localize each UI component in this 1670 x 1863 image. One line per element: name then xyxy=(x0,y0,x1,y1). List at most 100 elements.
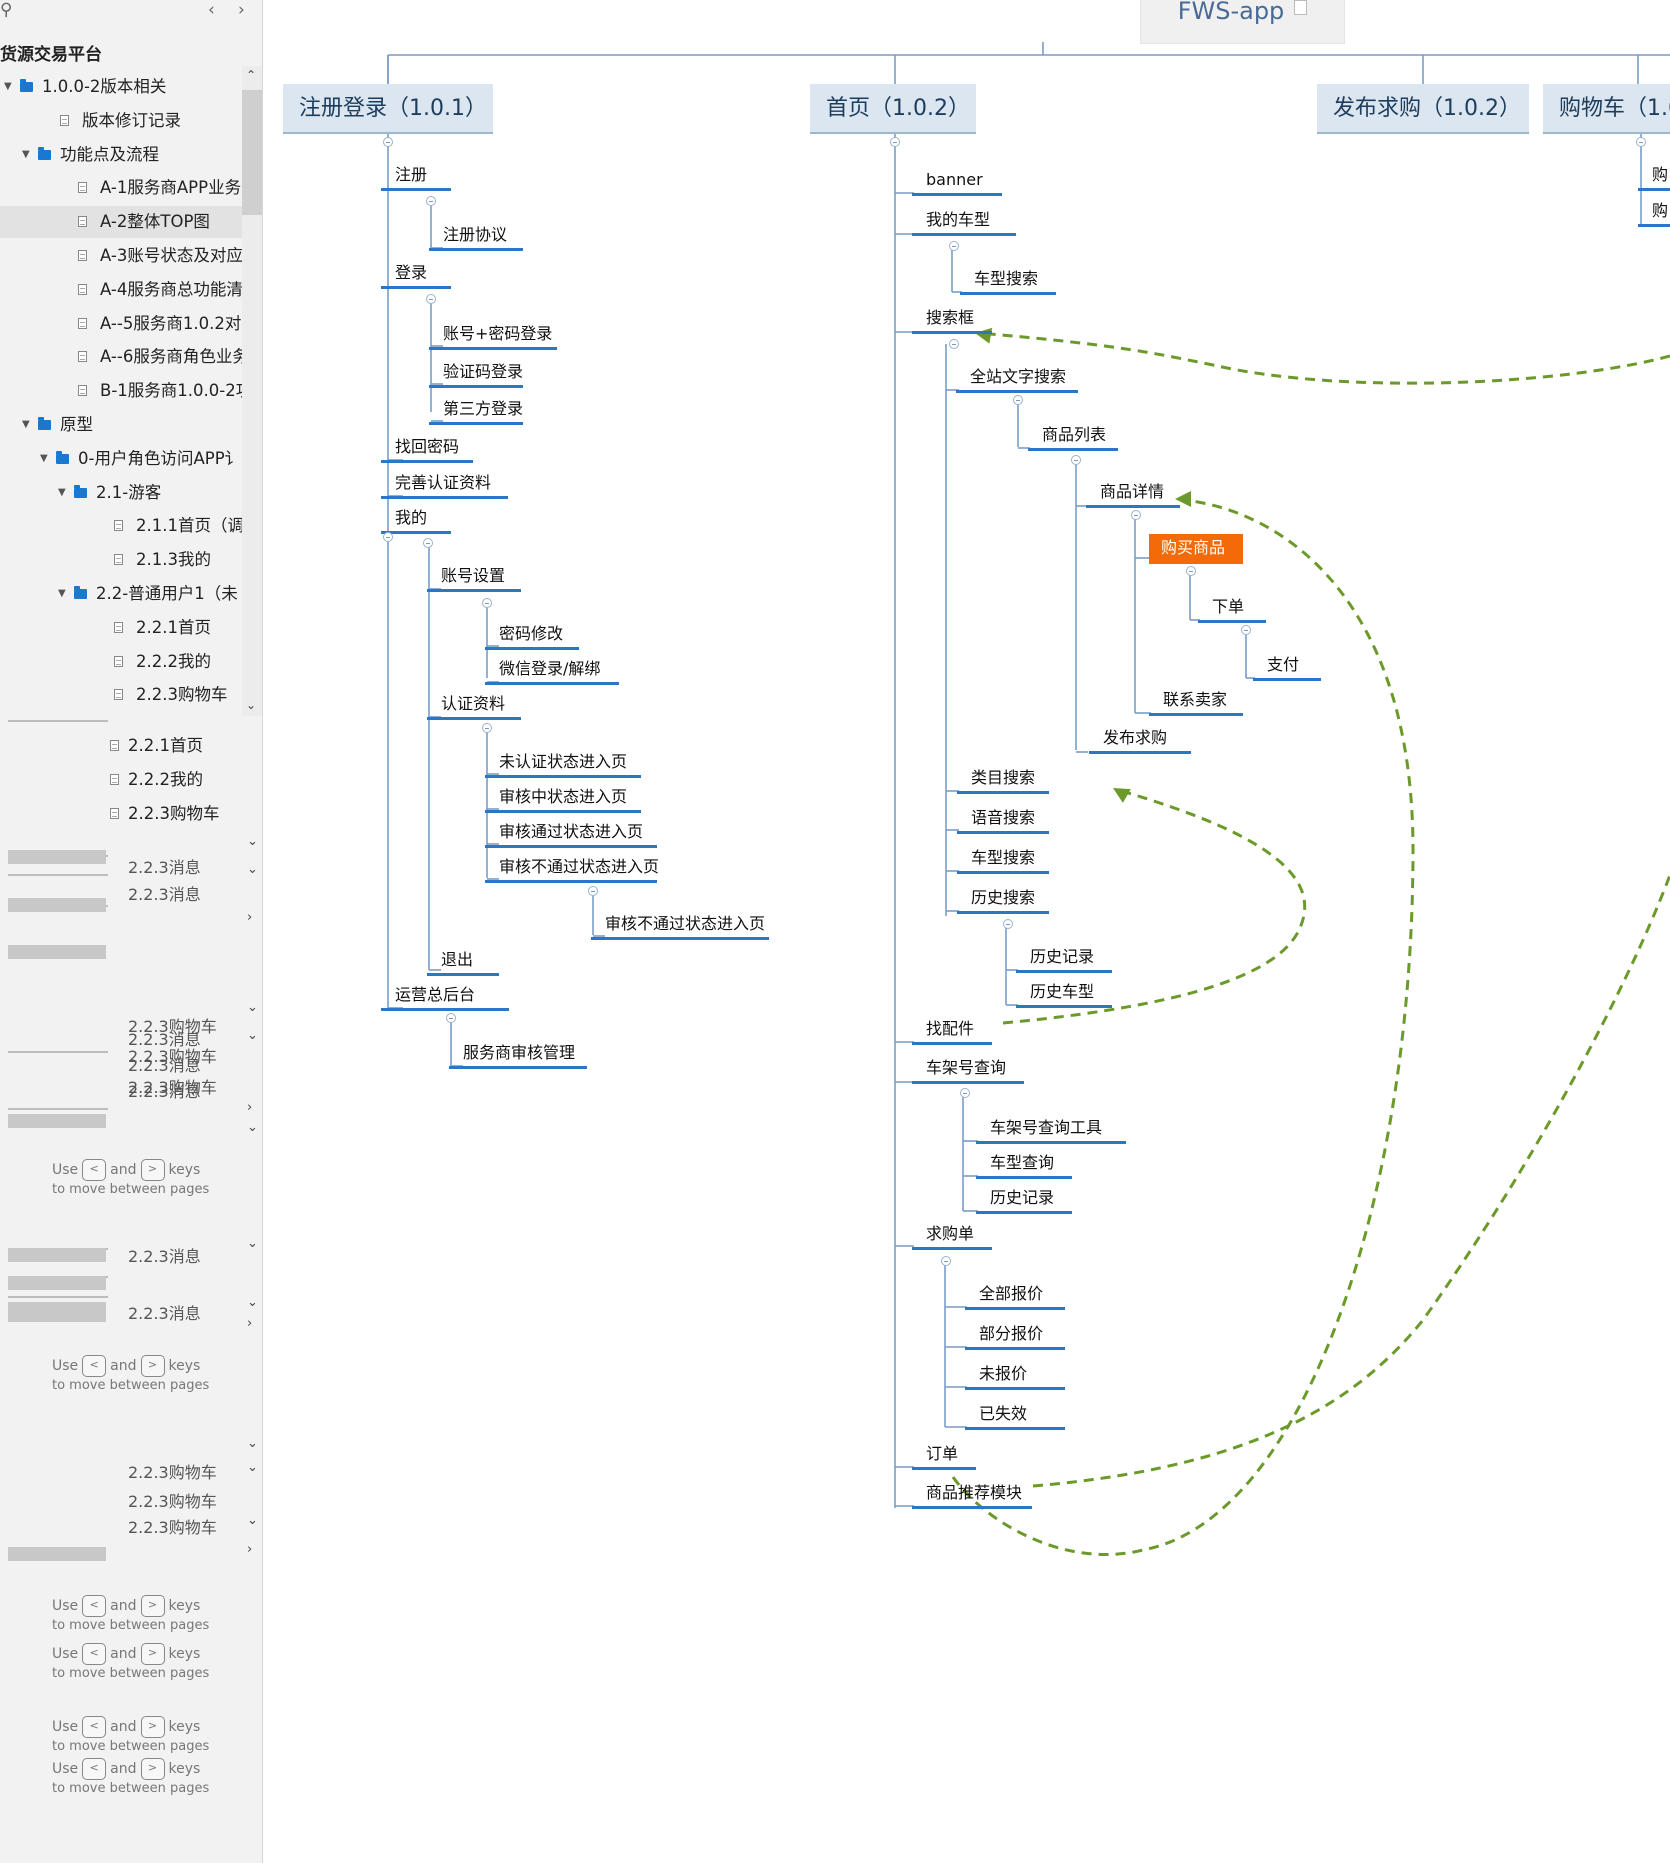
chevron-icon[interactable]: ⌄ xyxy=(247,1513,258,1528)
subtopic-b8[interactable]: 商品推荐模块 xyxy=(912,1483,1032,1509)
collapse-toggle-icon[interactable] xyxy=(1636,137,1646,147)
tree-item[interactable]: 2.2.3购物车 xyxy=(0,798,242,830)
search-icon[interactable]: ⚲ xyxy=(0,0,13,20)
tree-item[interactable]: 2.2.2我的 xyxy=(0,646,242,678)
collapse-toggle-icon[interactable] xyxy=(949,241,959,251)
chevron-icon[interactable]: ⌄ xyxy=(247,1436,258,1451)
tree-item[interactable]: A-1服务商APP业务总 xyxy=(0,172,242,204)
subtopic-b3a1b[interactable]: 发布求购 xyxy=(1089,728,1191,754)
subtopic-b2a[interactable]: 车型搜索 xyxy=(960,269,1056,295)
subtopic-b3b[interactable]: 类目搜索 xyxy=(957,768,1049,794)
subtopic-b3c[interactable]: 语音搜索 xyxy=(957,808,1049,834)
main-topic-t1[interactable]: 注册登录（1.0.1） xyxy=(283,84,493,134)
subtopic-a2a[interactable]: 账号+密码登录 xyxy=(429,324,557,350)
subtopic-b1[interactable]: banner xyxy=(912,170,1002,196)
subtopic-a5a[interactable]: 账号设置 xyxy=(427,566,521,592)
subtopic-a5b3[interactable]: 审核通过状态进入页 xyxy=(485,822,657,848)
subtopic-b5a[interactable]: 车架号查询工具 xyxy=(976,1118,1126,1144)
subtopic-a5b4a[interactable]: 审核不通过状态进入页 xyxy=(591,914,769,940)
subtopic-a5b2[interactable]: 审核中状态进入页 xyxy=(485,787,641,813)
subtopic-b4[interactable]: 找配件 xyxy=(912,1019,992,1045)
chevron-left-icon[interactable]: ‹ xyxy=(208,0,215,20)
subtopic-b3e1[interactable]: 历史记录 xyxy=(1016,947,1112,973)
subtopic-a5c[interactable]: 退出 xyxy=(427,950,499,976)
subtopic-b3a1a1a[interactable]: 下单 xyxy=(1198,597,1266,623)
chevron-icon[interactable]: ⌄ xyxy=(247,1000,258,1015)
subtopic-b2[interactable]: 我的车型 xyxy=(912,210,1016,236)
tree-item[interactable]: ▼1.0.0-2版本相关 xyxy=(0,71,242,103)
subtopic-a6[interactable]: 运营总后台 xyxy=(381,985,509,1011)
expand-arrow-icon[interactable]: ▼ xyxy=(40,452,48,464)
subtopic-b3a1[interactable]: 商品列表 xyxy=(1028,425,1118,451)
tree-item[interactable]: 2.1.3我的 xyxy=(0,544,242,576)
subtopic-a5b1[interactable]: 未认证状态进入页 xyxy=(485,752,641,778)
subtopic-a5a2[interactable]: 微信登录/解绑 xyxy=(485,659,619,685)
collapse-toggle-icon[interactable] xyxy=(1186,566,1196,576)
tree-item[interactable]: 2.2.3购物车 xyxy=(0,679,242,711)
tree-item[interactable]: 2.2.1首页 xyxy=(0,612,242,644)
tree-item[interactable]: 2.2.2我的 xyxy=(0,764,242,796)
expand-arrow-icon[interactable]: ▼ xyxy=(4,81,12,92)
subtopic-cart-0[interactable]: 购 xyxy=(1638,165,1670,191)
root-topic[interactable]: FWS-app xyxy=(1140,0,1345,44)
collapse-toggle-icon[interactable] xyxy=(1131,510,1141,520)
chevron-icon[interactable]: ⌄ xyxy=(247,1295,258,1310)
collapse-toggle-icon[interactable] xyxy=(383,532,393,542)
collapse-toggle-icon[interactable] xyxy=(588,886,598,896)
tree-item[interactable]: ▼功能点及流程 xyxy=(0,139,242,171)
tree-item[interactable]: 2.2.1首页 xyxy=(0,730,242,762)
subtopic-b3a1a1a1[interactable]: 支付 xyxy=(1253,655,1321,681)
collapse-toggle-icon[interactable] xyxy=(949,339,959,349)
subtopic-a1a[interactable]: 注册协议 xyxy=(429,225,523,251)
chevron-icon[interactable]: ⌄ xyxy=(247,834,258,849)
collapse-toggle-icon[interactable] xyxy=(1003,919,1013,929)
subtopic-b6c[interactable]: 未报价 xyxy=(965,1364,1065,1390)
tree-item[interactable]: ▼2.2-普通用户1（未 xyxy=(0,578,242,610)
chevron-icon[interactable]: › xyxy=(247,1100,253,1115)
chevron-icon[interactable]: ⌄ xyxy=(247,1120,258,1135)
tree-item[interactable]: A--5服务商1.0.2对应( xyxy=(0,308,242,340)
subtopic-b3d[interactable]: 车型搜索 xyxy=(957,848,1049,874)
subtopic-b5b[interactable]: 车型查询 xyxy=(976,1153,1072,1179)
chevron-right-icon[interactable]: › xyxy=(238,0,245,20)
scroll-down-icon[interactable]: ⌄ xyxy=(246,698,257,712)
subtopic-b6b[interactable]: 部分报价 xyxy=(965,1324,1065,1350)
subtopic-b3a[interactable]: 全站文字搜索 xyxy=(956,367,1078,393)
main-topic-t3[interactable]: 发布求购（1.0.2） xyxy=(1317,84,1529,134)
subtopic-a4[interactable]: 完善认证资料 xyxy=(381,473,508,499)
subtopic-b7[interactable]: 订单 xyxy=(912,1444,976,1470)
subtopic-a2b[interactable]: 验证码登录 xyxy=(429,362,523,388)
collapse-toggle-icon[interactable] xyxy=(941,1256,951,1266)
collapse-toggle-icon[interactable] xyxy=(1013,395,1023,405)
expand-arrow-icon[interactable]: ▼ xyxy=(58,588,66,599)
collapse-toggle-icon[interactable] xyxy=(960,1088,970,1098)
subtopic-b3e2[interactable]: 历史车型 xyxy=(1016,982,1112,1008)
subtopic-b6a[interactable]: 全部报价 xyxy=(965,1284,1065,1310)
subtopic-a3[interactable]: 找回密码 xyxy=(381,437,473,463)
tree-item[interactable]: A--6服务商角色业务扌 xyxy=(0,341,242,373)
chevron-icon[interactable]: › xyxy=(247,1542,253,1557)
collapse-toggle-icon[interactable] xyxy=(890,137,900,147)
mindmap-canvas[interactable]: FWS-app 注册登录（1.0.1）首页（1.0.2）发布求购（1.0.2）购… xyxy=(263,0,1670,1863)
subtopic-b3a1a1[interactable]: 购买商品 xyxy=(1149,534,1243,564)
tree-item[interactable]: 2.1.1首页（调整 xyxy=(0,510,242,542)
main-topic-t4[interactable]: 购物车（1.0 xyxy=(1543,84,1670,134)
tree-item[interactable]: A-3账号状态及对应担 xyxy=(0,240,242,272)
collapse-toggle-icon[interactable] xyxy=(383,137,393,147)
subtopic-b3a1a[interactable]: 商品详情 xyxy=(1086,482,1180,508)
expand-arrow-icon[interactable]: ▼ xyxy=(22,148,30,160)
subtopic-a1[interactable]: 注册 xyxy=(381,165,451,191)
sidebar-scrollbar[interactable]: ⌃ ⌄ xyxy=(242,66,262,716)
scroll-up-icon[interactable]: ⌃ xyxy=(246,68,257,82)
subtopic-a5a1[interactable]: 密码修改 xyxy=(485,624,579,650)
collapse-toggle-icon[interactable] xyxy=(1241,625,1251,635)
subtopic-b5c[interactable]: 历史记录 xyxy=(976,1188,1072,1214)
subtopic-b3e[interactable]: 历史搜索 xyxy=(957,888,1049,914)
scrollbar-thumb[interactable] xyxy=(242,90,262,215)
chevron-icon[interactable]: ⌄ xyxy=(247,1460,258,1475)
subtopic-a2c[interactable]: 第三方登录 xyxy=(429,399,523,425)
subtopic-a5[interactable]: 我的 xyxy=(381,508,451,534)
subtopic-b3a1a2[interactable]: 联系卖家 xyxy=(1149,690,1243,716)
subtopic-b3[interactable]: 搜索框 xyxy=(912,308,992,334)
subtopic-a6a[interactable]: 服务商审核管理 xyxy=(449,1043,587,1069)
